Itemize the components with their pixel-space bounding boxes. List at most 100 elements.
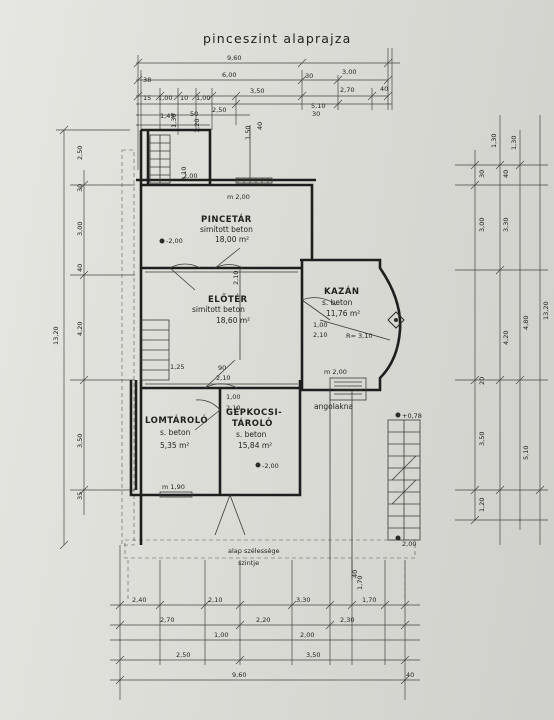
label-cut-b: 40 <box>351 570 359 578</box>
dim-left-30: 30 <box>76 184 84 192</box>
dim-right-130a: 1,30 <box>490 134 498 148</box>
dim-right-20: 20 <box>478 377 486 385</box>
label-cut-c: 40 <box>256 122 264 130</box>
dim-right-330: 3,30 <box>502 218 510 232</box>
dim-right-120: 1,20 <box>478 498 486 512</box>
label-win-c1: 90 <box>218 364 226 372</box>
label-cut-a: 1,70 <box>356 576 364 590</box>
dim-top-300: 3,00 <box>342 68 356 76</box>
light-well <box>329 377 367 401</box>
label-door-m3: m 1,90 <box>162 483 185 491</box>
dim-left-250: 2,50 <box>76 146 84 160</box>
dim-right-420: 4,20 <box>502 331 510 345</box>
dim-top-130: 1,30 <box>170 114 178 128</box>
room-lomtarolo-area: 5,35 m² <box>160 441 189 450</box>
dim-left-40: 40 <box>76 264 84 272</box>
label-door-m1: m 2,00 <box>227 193 250 201</box>
stairs-right <box>387 419 421 541</box>
dim-bottom-270: 2,70 <box>160 616 174 624</box>
dim-top-600: 6,00 <box>222 71 236 79</box>
room-pincetar-name: PINCETÁR <box>201 213 252 225</box>
label-lower-note1: alap szélessége <box>228 547 279 555</box>
dim-bottom-220: 2,20 <box>256 616 270 624</box>
stairs-left <box>140 319 170 381</box>
room-eloter-finish: simított beton <box>192 305 245 314</box>
exterior-walls <box>129 128 402 545</box>
dim-top-270: 2,70 <box>340 86 354 94</box>
dim-top-38: 38 <box>143 76 151 84</box>
dim-bottom-250: 2,50 <box>176 651 190 659</box>
room-kazan-area: 11,76 m² <box>326 309 360 318</box>
dim-right-480: 4,80 <box>522 316 530 330</box>
dim-left-420: 4,20 <box>76 322 84 336</box>
label-win-g: 2,10 <box>180 167 188 181</box>
dim-bottom-170: 1,70 <box>362 596 376 604</box>
dim-bottom-200: 2,00 <box>300 631 314 639</box>
dim-top-40: 40 <box>380 85 388 93</box>
dim-right-510: 5,10 <box>522 446 530 460</box>
label-win-c2: 2,10 <box>216 374 230 382</box>
room-lomtarolo: LOMTÁROLÓ s. beton 5,35 m² <box>145 414 208 450</box>
dim-right-300: 3,00 <box>478 218 486 232</box>
dim-top-350: 3,50 <box>250 87 264 95</box>
dim-top-overall: 9,60 <box>227 54 241 62</box>
dim-bottom-40: 40 <box>406 671 414 679</box>
dim-bottom-overall: 9,60 <box>232 671 246 679</box>
plan-title: pinceszint alaprajza <box>203 31 351 46</box>
room-gepkocsi-level: -2,00 <box>262 462 279 470</box>
label-win-b1: 1,00 <box>226 393 240 401</box>
dim-bottom-100: 1,00 <box>214 631 228 639</box>
dim-top-100a: 1,00 <box>158 94 172 102</box>
label-cut-d: 30 <box>312 110 320 118</box>
dim-right-overall: 13,20 <box>542 301 550 320</box>
room-gepkocsi-name1: GÉPKOCSI- <box>226 406 282 418</box>
dim-bottom-330: 3,30 <box>296 596 310 604</box>
level-markers <box>159 238 401 541</box>
dim-top-30: 30 <box>305 72 313 80</box>
room-eloter: ELŐTÉR simított beton 18,60 m² <box>192 293 250 325</box>
top-dimensions <box>133 48 400 170</box>
door-swings <box>169 247 337 536</box>
dim-bottom-350: 3,50 <box>306 651 320 659</box>
dim-left-300: 3,00 <box>76 222 84 236</box>
foundation-lines <box>121 149 416 600</box>
leader-lines <box>239 125 353 580</box>
room-lomtarolo-finish: s. beton <box>160 428 191 437</box>
dim-top-145: 1,45 <box>160 112 174 120</box>
room-pincetar-level: -2,00 <box>166 237 183 245</box>
interior-walls <box>141 260 304 495</box>
stairs-top-left <box>149 134 171 184</box>
room-pincetar-finish: simított beton <box>200 225 253 234</box>
dim-top-120: 1,20 <box>193 119 201 133</box>
right-dimensions <box>455 115 548 545</box>
room-gepkocsi-area: 15,84 m² <box>238 441 272 450</box>
dim-bottom-240: 2,40 <box>132 596 146 604</box>
dim-right-130b: 1,30 <box>510 136 518 150</box>
dim-right-350: 3,50 <box>478 432 486 446</box>
dim-top-050: 50 <box>190 110 198 118</box>
dim-right-30: 30 <box>478 170 486 178</box>
label-lower-note2: szintje <box>238 559 259 567</box>
room-eloter-name: ELŐTÉR <box>208 293 248 305</box>
dim-top-250: 2,50 <box>212 106 226 114</box>
dim-left-overall: 13,20 <box>52 326 60 345</box>
room-kazan: KAZÁN s. beton 11,76 m² R= 3,10 <box>322 285 373 340</box>
left-dimensions <box>56 125 135 550</box>
room-kazan-name: KAZÁN <box>324 285 360 297</box>
room-kazan-radius: R= 3,10 <box>346 332 373 340</box>
dim-left-35: 35 <box>76 492 84 500</box>
label-win-b2: 2,10 <box>226 404 240 412</box>
dim-top-150: 1,50 <box>244 126 252 140</box>
room-kazan-finish: s. beton <box>322 298 353 307</box>
label-win-a1: 1,00 <box>313 321 327 329</box>
room-gepkocsi: GÉPKOCSI- TÁROLÓ s. beton 15,84 m² -2,00 <box>226 406 282 470</box>
label-win-h: 2,10 <box>232 271 240 285</box>
room-gepkocsi-finish: s. beton <box>236 430 267 439</box>
room-pincetar-area: 18,00 m² <box>215 235 249 244</box>
boiler-symbol <box>319 311 405 341</box>
dim-left-350: 3,50 <box>76 434 84 448</box>
dim-top-15: 15 <box>143 94 151 102</box>
dim-bottom-230: 2,30 <box>340 616 354 624</box>
